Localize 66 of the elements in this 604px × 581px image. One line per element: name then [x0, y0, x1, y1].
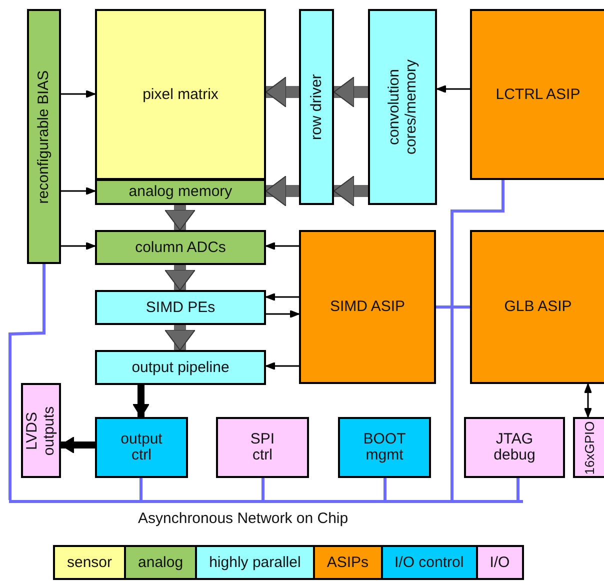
block-label: convolution cores/memory	[386, 58, 419, 157]
block-arrow	[164, 205, 196, 230]
block-label: BOOT mgmt	[362, 431, 407, 464]
block-arrow	[266, 76, 299, 108]
block-label: analog memory	[128, 184, 234, 200]
block	[338, 417, 431, 478]
block	[27, 9, 61, 264]
block	[470, 9, 604, 180]
bus-line	[384, 478, 386, 500]
legend-entry: I/O	[476, 545, 524, 580]
block-label: SIMD ASIP	[328, 298, 406, 316]
block-arrow	[266, 176, 299, 206]
bus-line	[516, 478, 520, 500]
arrow	[584, 384, 592, 418]
block	[95, 9, 266, 180]
block-label: SPI ctrl	[249, 431, 276, 464]
bus-line	[262, 478, 264, 500]
arrow	[132, 385, 150, 418]
legend-entry: ASIPs	[312, 545, 382, 580]
block-label: LCTRL ASIP	[494, 86, 582, 103]
bus-line	[450, 306, 470, 500]
block-label: pixel matrix	[142, 86, 220, 103]
block	[299, 230, 436, 384]
legend-entry: sensor	[53, 545, 126, 580]
block-arrow	[334, 176, 368, 206]
block	[573, 417, 604, 478]
block-arrow	[334, 76, 368, 108]
bus-line	[140, 478, 142, 500]
legend-entry: highly parallel	[195, 545, 315, 580]
arrow	[266, 242, 299, 250]
legend-entry: analog	[124, 545, 198, 580]
arrow	[61, 187, 96, 195]
block	[464, 417, 565, 478]
block-label: 16xGPIO	[582, 420, 597, 476]
block	[95, 179, 266, 205]
bus-line	[8, 264, 46, 500]
block-label: LVDS outputs	[24, 404, 58, 458]
network-bus	[9, 500, 523, 503]
block	[368, 9, 437, 205]
block-label: JTAG debug	[492, 431, 536, 464]
arrow	[266, 362, 299, 370]
block	[216, 417, 309, 478]
block-label: reconfigurable BIAS	[36, 68, 52, 206]
block	[470, 230, 604, 384]
block	[95, 417, 188, 478]
arrow	[436, 85, 470, 93]
block-label: output pipeline	[130, 359, 230, 376]
block-label: output ctrl	[120, 431, 164, 464]
legend-entry: I/O control	[380, 545, 478, 580]
block-arrow	[164, 265, 196, 290]
block-label: GLB ASIP	[503, 298, 573, 316]
block-arrow	[164, 325, 196, 350]
network-label: Asynchronous Network on Chip	[138, 510, 348, 527]
block	[21, 383, 61, 478]
block-label: column ADCs	[134, 239, 227, 256]
arrow	[61, 242, 96, 250]
block	[95, 290, 266, 325]
arrow	[61, 90, 96, 98]
block	[299, 9, 334, 205]
block	[95, 350, 266, 385]
block-label: row driver	[308, 73, 325, 142]
block	[95, 230, 266, 265]
arrow	[60, 436, 95, 454]
block-label: SIMD PEs	[144, 299, 216, 316]
arrow	[266, 310, 300, 318]
arrow	[266, 293, 299, 301]
